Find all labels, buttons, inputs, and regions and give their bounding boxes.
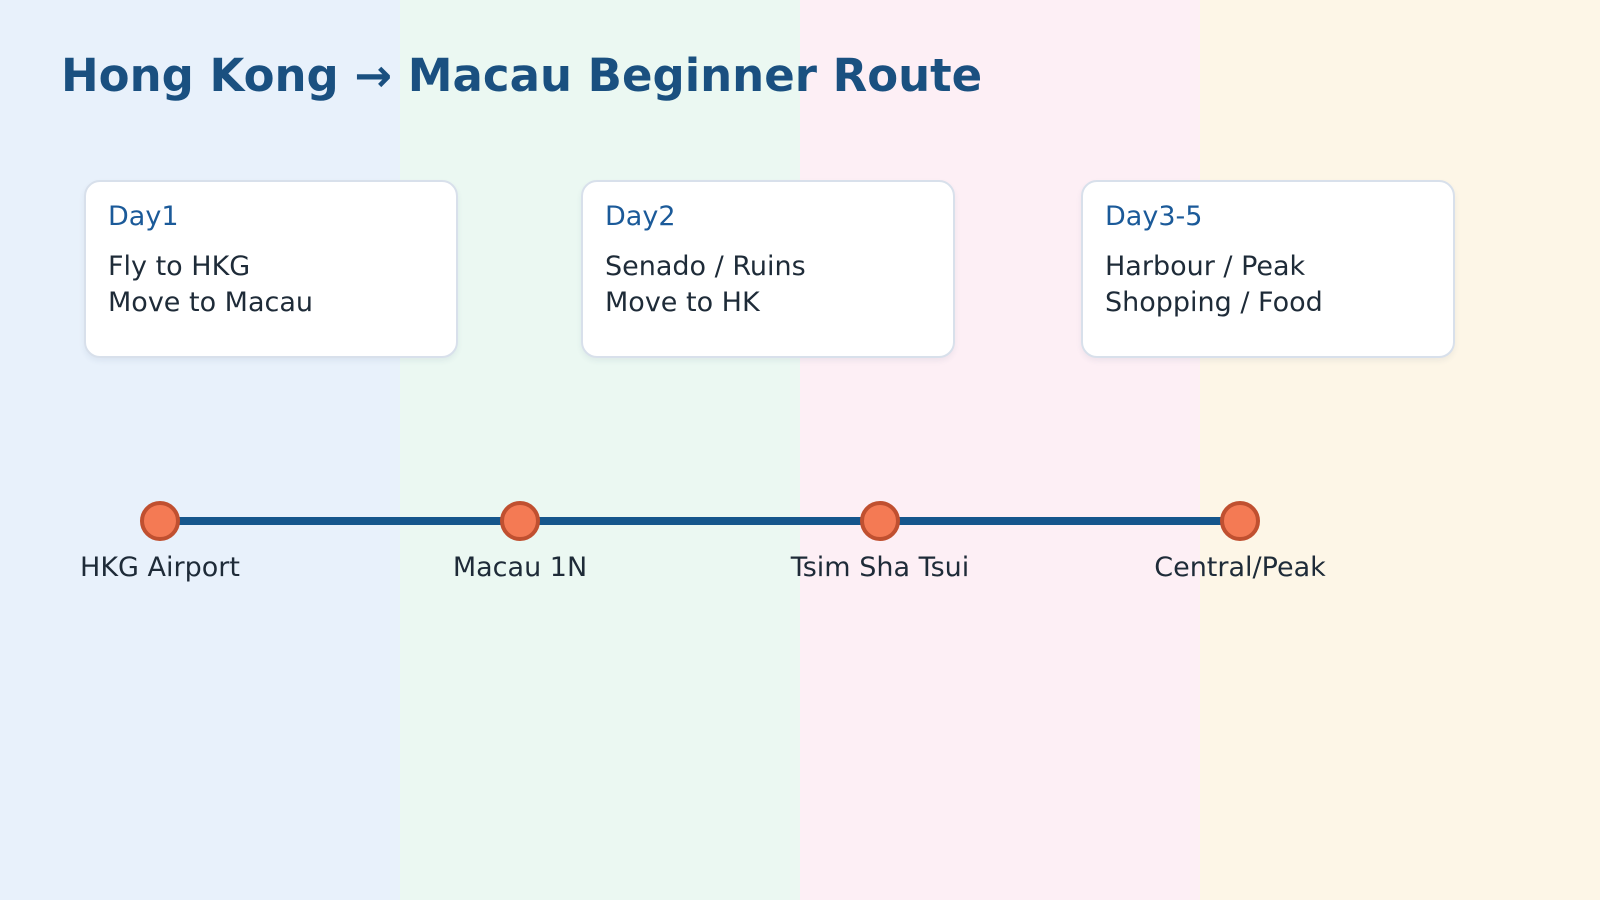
day-card-2: Day2 Senado / Ruins Move to HK	[581, 180, 955, 358]
stop-dot-icon	[860, 501, 900, 541]
timeline-stop-1: HKG Airport	[10, 501, 310, 584]
stop-dot-icon	[140, 501, 180, 541]
background-band-pink	[800, 0, 1200, 900]
timeline-stop-3: Tsim Sha Tsui	[730, 501, 1030, 584]
stop-dot-icon	[1220, 501, 1260, 541]
timeline-stop-2: Macau 1N	[370, 501, 670, 584]
stop-label: Central/Peak	[1154, 552, 1326, 583]
stop-label: HKG Airport	[80, 552, 240, 583]
stop-dot-icon	[500, 501, 540, 541]
stop-label: Macau 1N	[452, 552, 588, 583]
day-card-1: Day1 Fly to HKG Move to Macau	[84, 180, 458, 358]
day-card-line: Senado / Ruins	[605, 251, 806, 282]
timeline-stop-4: Central/Peak	[1090, 501, 1390, 584]
stop-label: Tsim Sha Tsui	[790, 552, 970, 583]
day-card-line: Fly to HKG	[108, 251, 251, 282]
day-card-heading: Day1	[108, 201, 179, 232]
background-band-mint	[400, 0, 800, 900]
background-band-blue	[0, 0, 400, 900]
background-band-cream	[1200, 0, 1600, 900]
timeline-track	[160, 517, 1240, 525]
page-title: Hong Kong → Macau Beginner Route	[61, 49, 983, 102]
day-card-line: Move to HK	[605, 287, 760, 318]
day-card-line: Harbour / Peak	[1105, 251, 1306, 282]
day-card-line: Shopping / Food	[1105, 287, 1323, 318]
day-card-3: Day3-5 Harbour / Peak Shopping / Food	[1081, 180, 1455, 358]
day-card-heading: Day3-5	[1105, 201, 1203, 232]
day-card-heading: Day2	[605, 201, 676, 232]
day-card-line: Move to Macau	[108, 287, 314, 318]
